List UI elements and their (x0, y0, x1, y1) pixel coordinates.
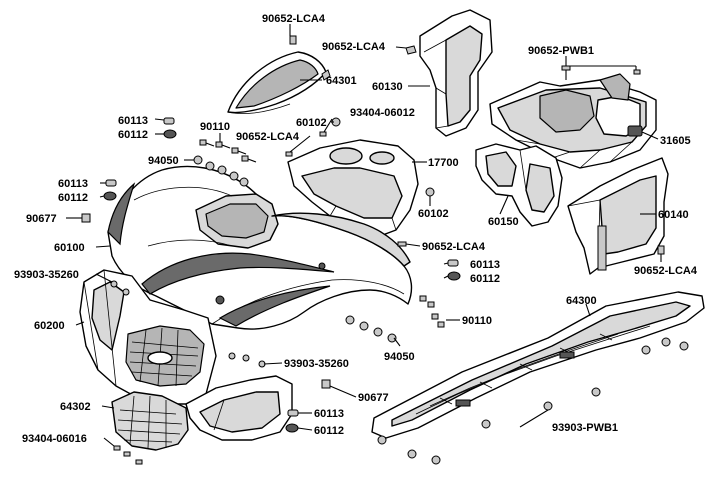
callout-93903-pwb1: 93903-PWB1 (552, 422, 618, 434)
leader-lines (66, 24, 662, 447)
part-inner-panel (419, 9, 493, 137)
callout-90652-lca4-right: 90652-LCA4 (634, 265, 698, 277)
callout-60113-lower: 60113 (314, 408, 344, 420)
callout-60140: 60140 (658, 209, 689, 221)
callout-60102-right: 60102 (418, 208, 449, 220)
callout-60112-right: 60112 (470, 273, 500, 285)
part-fender-lip (271, 212, 411, 267)
callout-60113-right: 60113 (470, 259, 500, 271)
part-inner-bracket (475, 143, 563, 227)
callout-90652-lca4-mid: 90652-LCA4 (322, 41, 386, 53)
callout-17700: 17700 (428, 157, 459, 169)
callout-60113-left: 60113 (58, 178, 88, 190)
part-front-fender (107, 165, 413, 330)
callout-93404-06016: 93404-06016 (22, 433, 87, 445)
callout-labels: 90652-LCA4 90652-LCA4 64301 60130 90652-… (14, 13, 698, 445)
callout-90652-lca4-fender: 90652-LCA4 (422, 241, 486, 253)
callout-60150: 60150 (488, 216, 519, 228)
hardware (81, 35, 689, 465)
callout-90110-top: 90110 (200, 121, 230, 133)
part-visor (227, 51, 327, 114)
callout-60102-top: 60102 (296, 117, 327, 129)
part-skid-plate (371, 291, 705, 439)
callout-64300: 64300 (566, 295, 597, 307)
callout-60200: 60200 (34, 320, 65, 332)
callout-90110-right: 90110 (462, 315, 492, 327)
callout-64302: 64302 (60, 401, 91, 413)
callout-90652-pwb1: 90652-PWB1 (528, 45, 594, 57)
callout-60112-left: 60112 (58, 192, 88, 204)
part-front-skid-plate (111, 391, 189, 451)
callout-93404-06012: 93404-06012 (350, 107, 415, 119)
callout-64301: 64301 (326, 75, 357, 87)
callout-60130: 60130 (372, 81, 403, 93)
callout-60112-top: 60112 (118, 129, 148, 141)
callout-94050-right: 94050 (384, 351, 415, 363)
part-front-bumper (79, 269, 217, 405)
callout-90677-left: 90677 (26, 213, 57, 225)
callout-60100: 60100 (54, 242, 85, 254)
callout-60113-top: 60113 (118, 115, 148, 127)
callout-93903-35260-left: 93903-35260 (14, 269, 79, 281)
callout-90652-lca4-center: 90652-LCA4 (236, 131, 300, 143)
callout-60112-lower: 60112 (314, 425, 344, 437)
callout-93903-35260-center: 93903-35260 (284, 358, 349, 370)
callout-94050-top: 94050 (148, 155, 179, 167)
part-front-storage-panel (287, 139, 419, 237)
part-battery-tray (489, 73, 657, 169)
part-side-panel (567, 157, 669, 275)
part-lower-bumper (185, 375, 293, 441)
callout-31605: 31605 (660, 135, 691, 147)
callout-90677-center: 90677 (358, 392, 389, 404)
callout-90652-lca4-top: 90652-LCA4 (262, 13, 326, 25)
